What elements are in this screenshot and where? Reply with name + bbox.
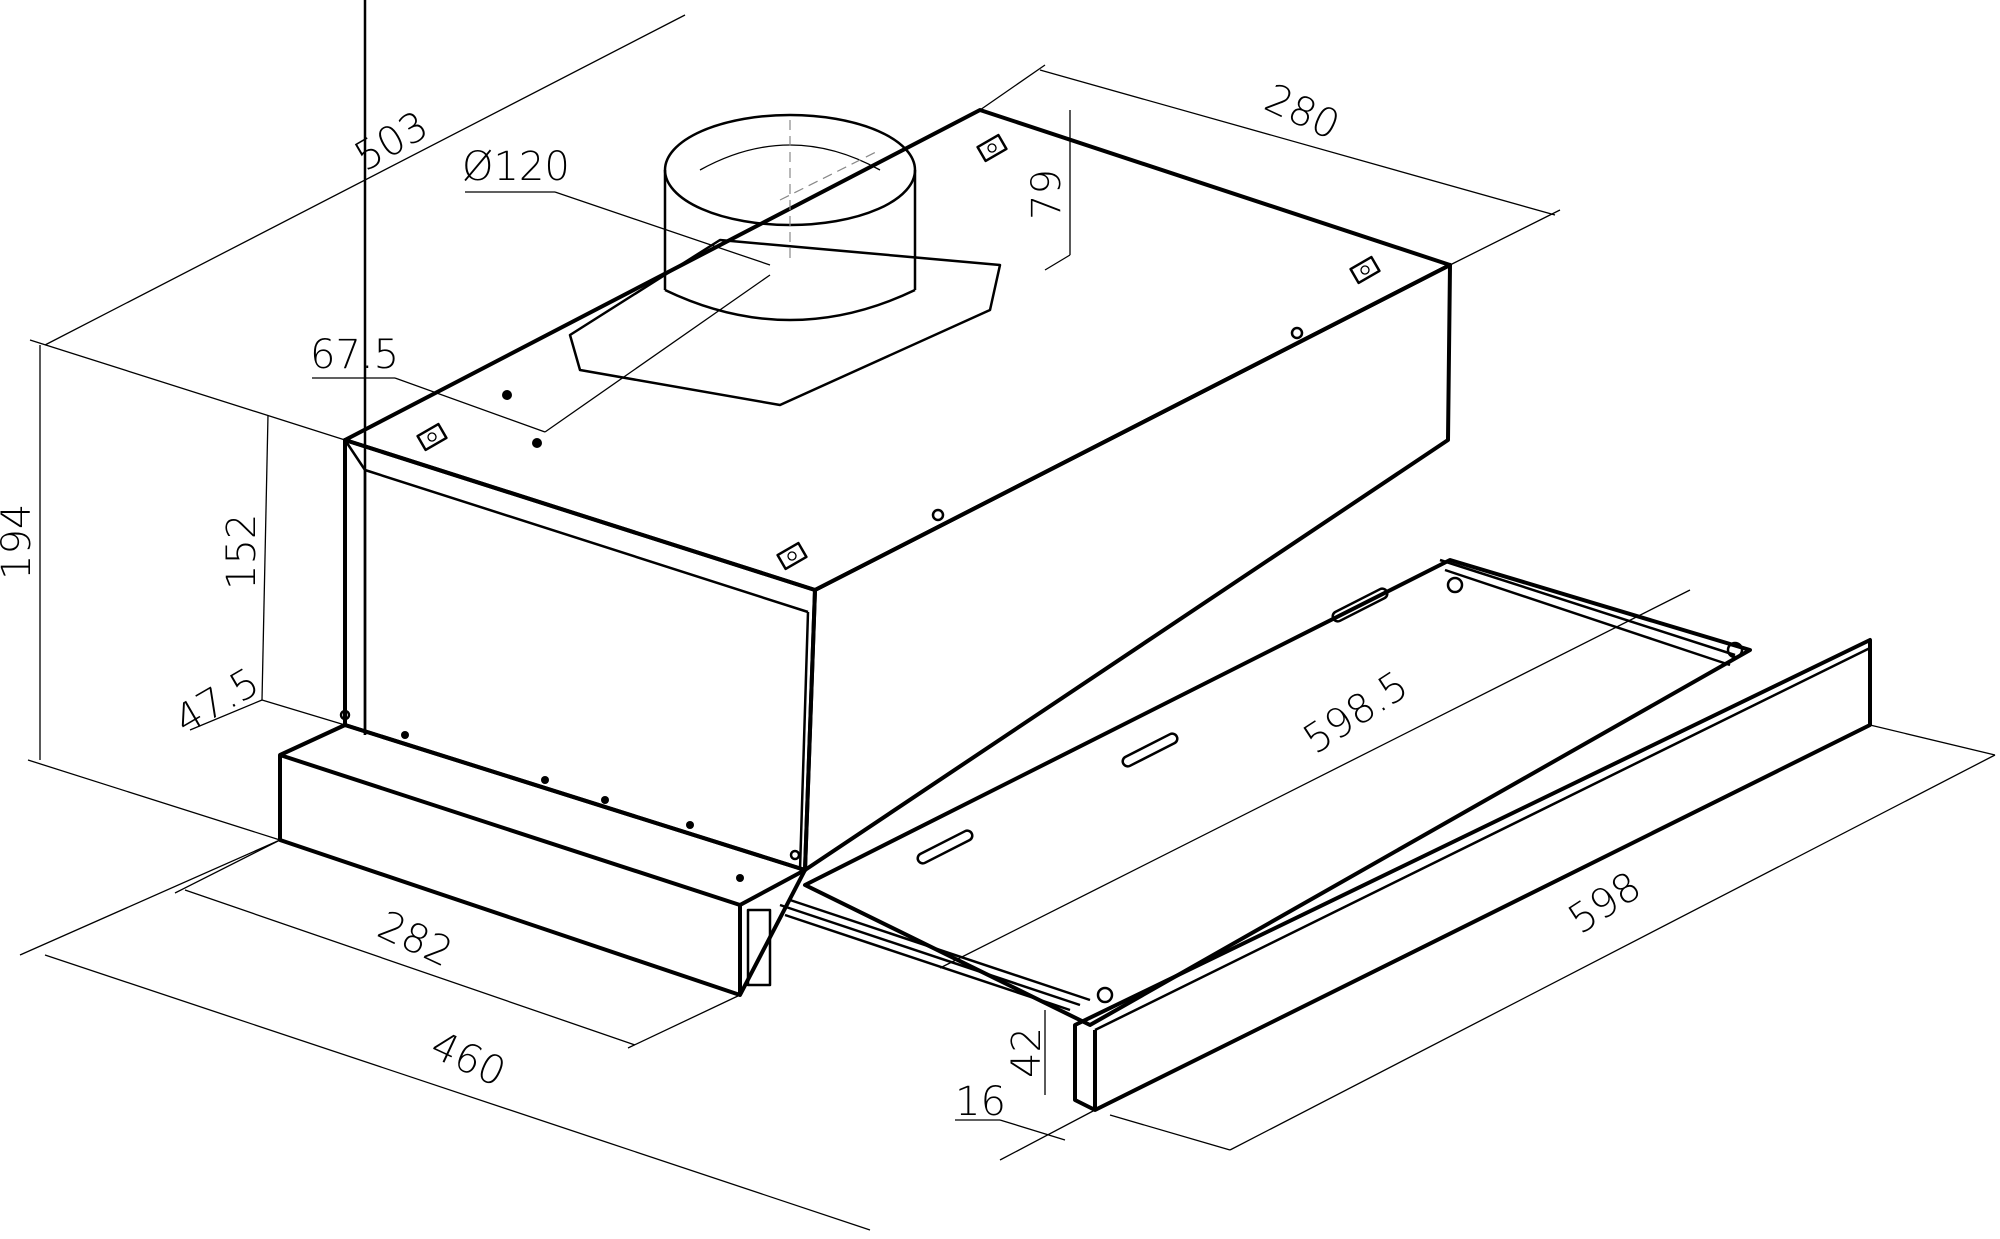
dim-42: 42	[1004, 1027, 1050, 1078]
dimension-labels: 503 280 Ø120 79 67.5 194 152 47.5 282 46…	[0, 75, 1649, 1125]
dim-16: 16	[955, 1079, 1006, 1125]
dim-282: 282	[371, 902, 460, 976]
dimension-lines	[19, 14, 1996, 1231]
dim-47-5: 47.5	[167, 659, 267, 743]
dim-152: 152	[219, 514, 265, 590]
duct-collar	[568, 113, 1002, 407]
dim-503: 503	[347, 103, 436, 181]
dim-598-5: 598.5	[1295, 662, 1416, 763]
mounting-brackets	[339, 133, 1381, 882]
dim-280: 280	[1258, 75, 1347, 149]
lower-box	[278, 723, 807, 997]
slide-tray	[779, 558, 1872, 1112]
dim-598: 598	[1560, 863, 1649, 943]
dim-67-5: 67.5	[310, 332, 399, 378]
dim-duct-diameter: Ø120	[462, 144, 570, 190]
dim-79: 79	[1024, 169, 1070, 220]
hood-body	[343, 0, 1452, 872]
dim-194: 194	[0, 504, 40, 580]
